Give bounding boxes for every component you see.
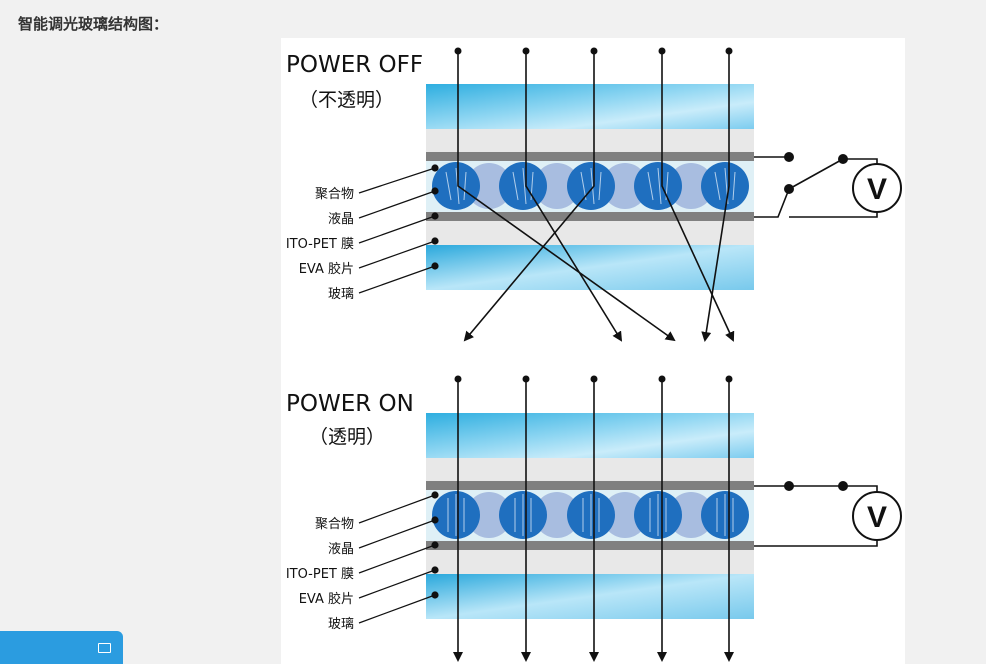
voltmeter-symbol: V	[867, 173, 887, 206]
droplet-light	[602, 492, 648, 538]
eva-bottom	[426, 550, 754, 574]
glass-bottom	[426, 574, 754, 619]
voltmeter	[852, 163, 902, 213]
panel-substate: （透明）	[309, 426, 385, 448]
switch-open	[788, 158, 844, 190]
voltmeter	[852, 491, 902, 541]
label-liquid-crystal: 液晶	[328, 212, 354, 227]
lc-droplets	[432, 162, 749, 210]
window-icon	[98, 643, 111, 653]
light-ray	[525, 51, 623, 342]
panel-power-on: POWER ON （透明）	[286, 375, 902, 662]
ito-bottom	[426, 212, 754, 221]
droplet-dark	[701, 162, 749, 210]
circuit	[754, 152, 902, 218]
smart-glass-diagram: POWER OFF （不透明）	[281, 38, 905, 664]
droplet-light	[466, 492, 512, 538]
eva-top	[426, 458, 754, 481]
panel-power-off: POWER OFF （不透明）	[286, 47, 902, 342]
droplet-light	[668, 163, 714, 209]
page-heading: 智能调光玻璃结构图：	[18, 15, 169, 33]
label-glass: 玻璃	[328, 287, 354, 302]
label-ito-pet-film: ITO-PET 膜	[286, 567, 354, 582]
layer-pointers	[358, 491, 439, 624]
light-ray	[701, 51, 730, 342]
label-glass: 玻璃	[328, 617, 354, 632]
panel-substate: （不透明）	[299, 89, 394, 111]
droplet-dark	[499, 162, 547, 210]
droplet-light	[602, 163, 648, 209]
layer-labels: 聚合物 液晶 ITO-PET 膜 EVA 胶片 玻璃	[286, 187, 354, 302]
light-rays-scattered	[454, 47, 735, 342]
droplet-light	[668, 492, 714, 538]
label-polymer: 聚合物	[315, 517, 354, 532]
light-rays-straight	[453, 375, 734, 662]
light-ray	[661, 51, 735, 342]
glass-bottom	[426, 245, 754, 290]
layer-labels: 聚合物 液晶 ITO-PET 膜 EVA 胶片 玻璃	[286, 517, 354, 632]
droplet-dark	[634, 162, 682, 210]
label-polymer: 聚合物	[315, 187, 354, 202]
layer-pointers	[358, 164, 439, 294]
label-liquid-crystal: 液晶	[328, 542, 354, 557]
light-ray	[457, 51, 676, 342]
voltmeter-symbol: V	[867, 501, 887, 534]
light-ray	[463, 51, 595, 342]
glass-top	[426, 413, 754, 458]
droplet-light	[534, 492, 580, 538]
ito-top	[426, 481, 754, 490]
panel-state-title: POWER OFF	[286, 52, 423, 78]
label-eva-film: EVA 胶片	[299, 591, 354, 607]
lc-droplets	[432, 491, 749, 539]
droplet-dark	[567, 162, 615, 210]
label-ito-pet-film: ITO-PET 膜	[286, 237, 354, 252]
eva-bottom	[426, 221, 754, 245]
circuit	[754, 481, 902, 547]
panel-state-title: POWER ON	[286, 391, 414, 417]
eva-top	[426, 129, 754, 152]
droplet-dark	[432, 162, 480, 210]
glass-top	[426, 84, 754, 129]
floating-action-button[interactable]	[0, 631, 123, 664]
ito-bottom	[426, 541, 754, 550]
droplet-light	[534, 163, 580, 209]
droplet-light	[466, 163, 512, 209]
label-eva-film: EVA 胶片	[299, 261, 354, 277]
ito-top	[426, 152, 754, 161]
